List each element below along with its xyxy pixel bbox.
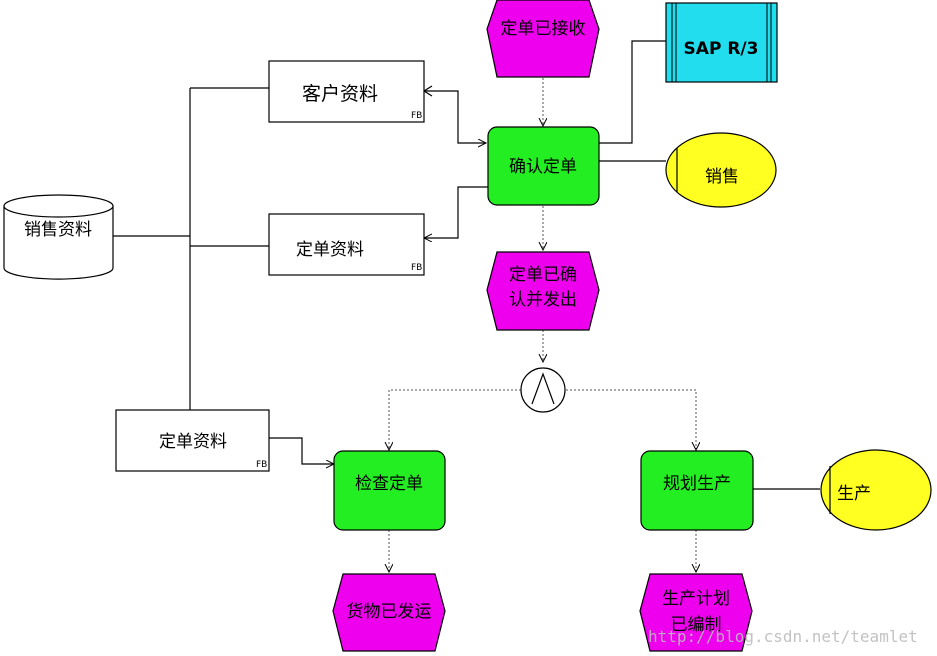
func-plan-production: 规划生产: [640, 450, 754, 531]
data-order-2-label: 定单资料: [159, 432, 227, 452]
data-order-1: 定单资料 FB: [268, 213, 425, 276]
flow-and-plan: [566, 389, 696, 450]
func-confirm-order: 确认定单: [487, 126, 600, 206]
func-confirm-order-label: 确认定单: [509, 157, 577, 177]
fb-marker: FB: [256, 460, 267, 470]
db-sales-records: 销售资料: [3, 194, 114, 280]
and-symbol: [531, 372, 555, 405]
event-order-received: 定单已接收: [486, 0, 600, 78]
event-order-confirmed-line2: 认并发出: [509, 290, 577, 310]
org-production-label: 生产: [837, 484, 871, 504]
func-plan-production-label: 规划生产: [663, 474, 731, 494]
event-plan-compiled-line1: 生产计划: [662, 589, 730, 609]
event-goods-shipped-label: 货物已发运: [347, 602, 432, 622]
data-order-2: 定单资料 FB: [115, 409, 270, 472]
system-sap-label: SAP R/3: [684, 39, 759, 59]
customer-confirm-link: [424, 90, 486, 143]
func-check-order-label: 检查定单: [355, 474, 423, 494]
fb-marker: FB: [411, 263, 422, 273]
event-order-received-label: 定单已接收: [501, 19, 586, 39]
fb-marker: FB: [411, 111, 422, 121]
data-customer: 客户资料 FB: [268, 60, 425, 123]
system-sap: SAP R/3: [665, 2, 778, 83]
data-order-1-label: 定单资料: [296, 240, 364, 260]
flow-arrows: [389, 78, 696, 572]
order-check-link: [269, 437, 334, 464]
and-connector: [520, 367, 566, 413]
event-order-confirmed: 定单已确 认并发出: [486, 251, 600, 331]
event-order-confirmed-line1: 定单已确: [509, 265, 577, 285]
connectors: [113, 40, 820, 490]
event-goods-shipped: 货物已发运: [332, 573, 446, 652]
org-production: 生产: [820, 449, 932, 531]
data-customer-label: 客户资料: [302, 83, 378, 105]
event-plan-compiled: 生产计划 已编制: [639, 573, 753, 652]
event-plan-compiled-line2: 已编制: [671, 615, 722, 635]
org-sales-label: 销售: [705, 167, 739, 187]
flow-and-check: [389, 389, 521, 450]
db-sales-label: 销售资料: [24, 220, 92, 240]
confirm-order-link: [424, 186, 488, 238]
func-check-order: 检查定单: [333, 450, 446, 531]
confirm-sap-link: [599, 40, 666, 144]
org-sales: 销售: [665, 132, 777, 208]
watermark: http://blog.csdn.net/teamlet: [648, 627, 918, 646]
